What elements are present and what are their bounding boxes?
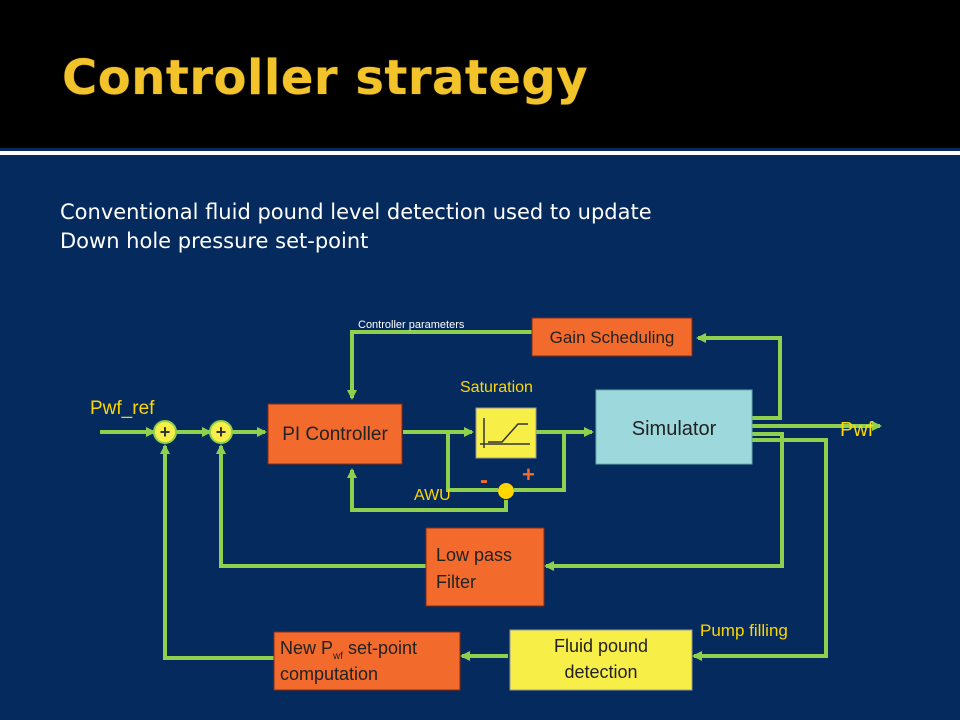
summing-junction-filter-sign: + xyxy=(216,422,227,442)
awu-plus-sign: + xyxy=(522,462,535,487)
low-pass-filter-label-1: Low pass xyxy=(436,545,512,565)
slide-subtitle: Conventional fluid pound level detection… xyxy=(60,198,880,256)
control-diagram: + + Gain Scheduling PI Controller Simula… xyxy=(70,306,896,698)
awu-summing-junction xyxy=(498,483,514,499)
pwf-ref-text: Pwf_ref xyxy=(90,398,155,419)
low-pass-filter-label-2: Filter xyxy=(436,572,476,592)
subtitle-line-2: Down hole pressure set-point xyxy=(60,229,369,253)
pwf-text: Pwf xyxy=(840,419,874,441)
gain-scheduling-block: Gain Scheduling xyxy=(531,317,693,357)
pi-controller-block: PI Controller xyxy=(267,403,403,465)
awu-to-controller-line xyxy=(347,468,508,512)
low-pass-filter-block: Low pass Filter xyxy=(425,527,545,607)
saturation-curve-icon xyxy=(480,418,530,448)
subtitle-line-1: Conventional fluid pound level detection… xyxy=(60,200,652,224)
summing-junction-ref: + xyxy=(153,420,177,444)
setpoint-to-sum-line xyxy=(160,444,276,660)
fluid-pound-label-1: Fluid pound xyxy=(554,636,648,656)
simulator-to-filter-line xyxy=(544,432,784,571)
title-bar: Controller strategy xyxy=(0,0,960,148)
fluid-pound-detection-block: Fluid pound detection xyxy=(509,629,693,691)
summing-junction-ref-sign: + xyxy=(160,422,171,442)
pump-filling-line xyxy=(692,438,828,661)
gain-scheduling-feedback-line xyxy=(696,333,782,420)
new-setpoint-label-1: New Pwf set-point xyxy=(280,638,417,662)
awu-text: AWU xyxy=(414,487,451,504)
title-divider xyxy=(0,151,960,155)
gain-scheduling-label: Gain Scheduling xyxy=(550,328,675,347)
filter-to-sum-line xyxy=(216,444,426,568)
controller-parameters-line xyxy=(347,330,532,400)
saturation-text: Saturation xyxy=(460,379,533,396)
awu-plus-line xyxy=(514,432,566,492)
slide-title: Controller strategy xyxy=(62,50,589,106)
simulator-label: Simulator xyxy=(632,418,717,440)
simulator-block: Simulator xyxy=(595,389,753,465)
new-setpoint-block: New Pwf set-point computation xyxy=(273,631,461,691)
pump-filling-text: Pump filling xyxy=(700,621,788,640)
awu-minus-line xyxy=(446,432,498,492)
controller-parameters-text: Controller parameters xyxy=(358,319,465,331)
summing-junction-filter: + xyxy=(209,420,233,444)
control-diagram-svg: + + Gain Scheduling PI Controller Simula… xyxy=(90,317,882,691)
saturation-block xyxy=(475,407,537,459)
pi-controller-label: PI Controller xyxy=(282,424,388,445)
signal-lines xyxy=(100,330,882,661)
fluid-pound-label-2: detection xyxy=(564,662,637,682)
awu-minus-sign: - xyxy=(480,467,488,494)
new-setpoint-label-2: computation xyxy=(280,664,378,684)
